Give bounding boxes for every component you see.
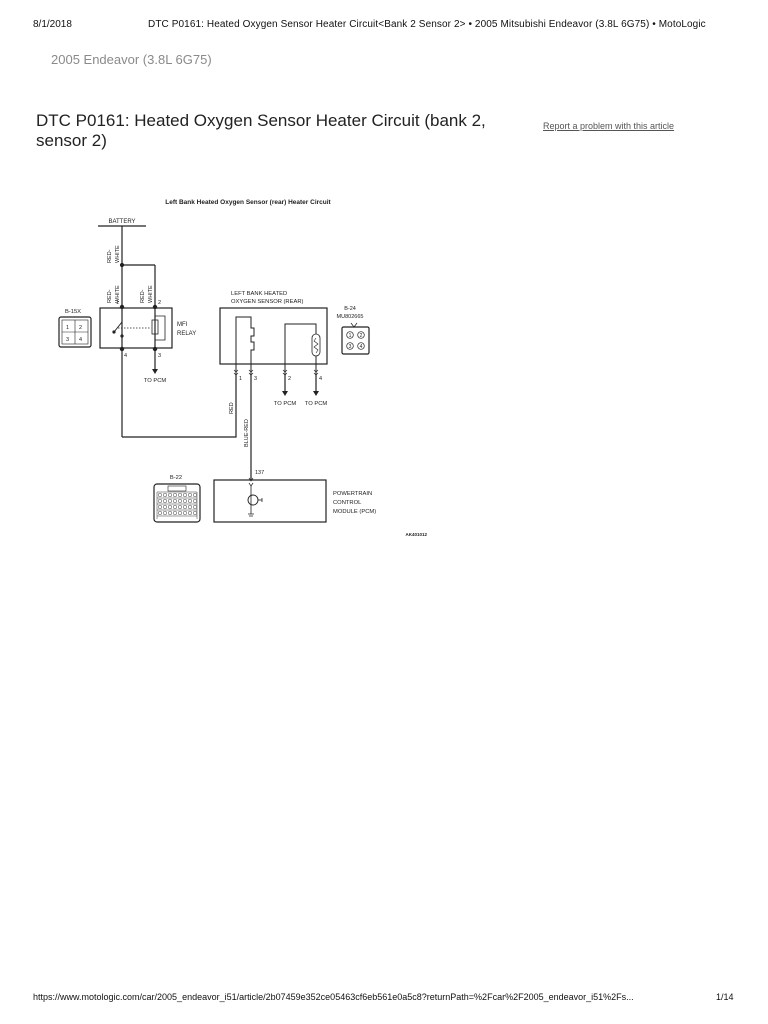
pcm-pin: 137 xyxy=(255,470,264,476)
svg-text:TO PCM: TO PCM xyxy=(305,401,328,407)
footer-page-number: 1/14 xyxy=(716,992,734,1002)
b15x-label: B-15X xyxy=(65,309,81,315)
svg-text:RELAY: RELAY xyxy=(177,331,196,337)
svg-text:MODULE (PCM): MODULE (PCM) xyxy=(333,509,376,515)
svg-text:1: 1 xyxy=(239,376,242,382)
svg-text:4: 4 xyxy=(79,337,82,343)
svg-text:3: 3 xyxy=(254,376,257,382)
svg-text:2: 2 xyxy=(158,300,161,306)
article-title: DTC P0161: Heated Oxygen Sensor Heater C… xyxy=(36,111,486,150)
svg-text:1: 1 xyxy=(116,300,119,306)
report-problem-link[interactable]: Report a problem with this article xyxy=(543,121,675,131)
svg-text:4: 4 xyxy=(360,344,363,350)
svg-text:4: 4 xyxy=(319,376,322,382)
svg-text:RED-: RED- xyxy=(107,249,113,263)
print-date: 8/1/2018 xyxy=(33,19,72,30)
wiring-diagram: Left Bank Heated Oxygen Sensor (rear) He… xyxy=(38,186,438,542)
b24-label: B-24 xyxy=(344,306,356,312)
mfi-relay-box xyxy=(99,307,173,349)
svg-text:WHITE: WHITE xyxy=(115,245,121,263)
wire-red-label: RED xyxy=(229,402,235,414)
b22-connector xyxy=(153,483,201,523)
footer-url: https://www.motologic.com/car/2005_endea… xyxy=(33,992,634,1002)
svg-text:3: 3 xyxy=(66,337,69,343)
svg-text:OXYGEN SENSOR (REAR): OXYGEN SENSOR (REAR) xyxy=(231,299,304,305)
svg-text:3: 3 xyxy=(158,353,161,359)
pcm-label: POWERTRAIN xyxy=(333,491,372,497)
wire-blue-red-label: BLUE-RED xyxy=(244,419,250,447)
svg-text:RED-: RED- xyxy=(140,289,146,303)
relay-label: MFI xyxy=(177,322,188,328)
pcm-box xyxy=(213,479,327,523)
breadcrumb-vehicle[interactable]: 2005 Endeavor (3.8L 6G75) xyxy=(51,52,212,67)
svg-text:2: 2 xyxy=(360,333,363,339)
print-header: 8/1/2018 DTC P0161: Heated Oxygen Sensor… xyxy=(0,0,768,40)
svg-text:RED-: RED- xyxy=(107,289,113,303)
svg-text:CONTROL: CONTROL xyxy=(333,500,362,506)
svg-text:1: 1 xyxy=(66,325,69,331)
svg-text:WHITE: WHITE xyxy=(148,285,154,303)
svg-text:2: 2 xyxy=(79,325,82,331)
print-page-title: DTC P0161: Heated Oxygen Sensor Heater C… xyxy=(148,19,706,30)
svg-text:TO PCM: TO PCM xyxy=(144,378,167,384)
b15x-connector xyxy=(58,316,92,348)
figure-id: AK401012 xyxy=(405,532,427,537)
sensor-label: LEFT BANK HEATED xyxy=(231,291,287,297)
b22-label: B-22 xyxy=(170,475,182,481)
svg-text:1: 1 xyxy=(349,333,352,339)
oxygen-sensor-box xyxy=(219,307,328,365)
b24-connector xyxy=(341,326,370,355)
svg-text:4: 4 xyxy=(124,353,127,359)
battery-label: BATTERY xyxy=(108,219,135,225)
svg-text:TO PCM: TO PCM xyxy=(274,401,297,407)
print-footer: https://www.motologic.com/car/2005_endea… xyxy=(0,992,768,1008)
diagram-title: Left Bank Heated Oxygen Sensor (rear) He… xyxy=(165,199,331,206)
svg-text:2: 2 xyxy=(288,376,291,382)
svg-text:3: 3 xyxy=(349,344,352,350)
svg-text:WHITE: WHITE xyxy=(115,285,121,303)
b24-part-number: MU802665 xyxy=(337,314,364,320)
